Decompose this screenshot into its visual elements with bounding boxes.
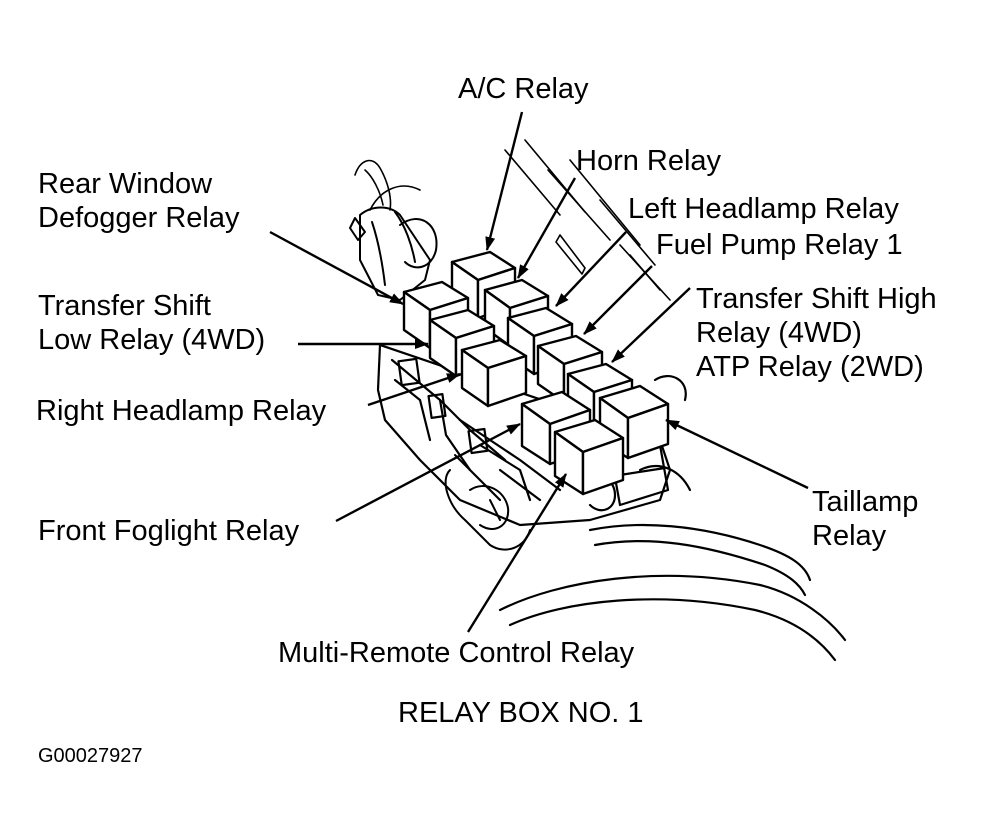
- leader-ac-relay: [485, 111, 524, 251]
- label-right-headlamp-relay: Right Headlamp Relay: [36, 394, 326, 428]
- label-line: ATP Relay (2WD): [696, 351, 924, 383]
- label-left-headlamp-relay: Left Headlamp Relay: [628, 192, 899, 226]
- leader-rear-window-defogger-relay: [269, 230, 404, 306]
- figure-caption: RELAY BOX NO. 1: [398, 697, 644, 729]
- label-horn-relay: Horn Relay: [576, 144, 721, 178]
- label-line: Transfer Shift High: [696, 283, 937, 315]
- leader-fuel-pump-relay-1: [583, 265, 653, 335]
- label-front-foglight-relay: Front Foglight Relay: [38, 514, 299, 548]
- relay-multi-remote-control: [553, 418, 625, 496]
- leader-left-headlamp-relay: [555, 231, 627, 307]
- label-line: Multi-Remote Control Relay: [278, 637, 635, 669]
- leader-multi-remote-control-relay: [466, 473, 568, 633]
- label-taillamp-relay: Taillamp Relay: [812, 485, 918, 553]
- label-line: A/C Relay: [458, 73, 589, 105]
- label-line: Low Relay (4WD): [38, 324, 266, 356]
- label-line: Front Foglight Relay: [38, 515, 300, 547]
- relay-cubes: [402, 250, 670, 496]
- relay-right-headlamp: [460, 338, 528, 408]
- label-rear-window-defogger-relay: Rear Window Defogger Relay: [38, 167, 240, 235]
- label-line: Right Headlamp Relay: [36, 395, 327, 427]
- leader-taillamp-relay: [665, 418, 809, 490]
- leader-right-headlamp-relay: [367, 372, 461, 407]
- label-line: Taillamp: [812, 486, 919, 518]
- leader-transfer-shift-high-relay: [611, 287, 691, 363]
- leader-front-foglight-relay: [335, 422, 521, 523]
- label-line: Fuel Pump Relay 1: [656, 229, 903, 261]
- relay-box-base: [376, 343, 672, 527]
- label-line: Left Headlamp Relay: [628, 193, 899, 225]
- figure-id: G00027927: [38, 745, 143, 767]
- label-transfer-shift-high-relay: Transfer Shift High Relay (4WD) ATP Rela…: [696, 282, 937, 384]
- leader-horn-relay: [516, 177, 577, 279]
- label-multi-remote-control-relay: Multi-Remote Control Relay: [278, 636, 634, 670]
- label-transfer-shift-low-relay: Transfer Shift Low Relay (4WD): [38, 289, 265, 357]
- label-line: Horn Relay: [576, 145, 722, 177]
- leader-lines: [269, 111, 809, 633]
- label-ac-relay: A/C Relay: [458, 72, 589, 106]
- label-line: Transfer Shift: [38, 290, 211, 322]
- label-line: Relay: [812, 520, 887, 552]
- label-line: Rear Window: [38, 168, 213, 200]
- label-line: Defogger Relay: [38, 202, 240, 234]
- label-fuel-pump-relay-1: Fuel Pump Relay 1: [656, 228, 903, 262]
- label-line: Relay (4WD): [696, 317, 862, 349]
- wire-harness: [498, 374, 847, 662]
